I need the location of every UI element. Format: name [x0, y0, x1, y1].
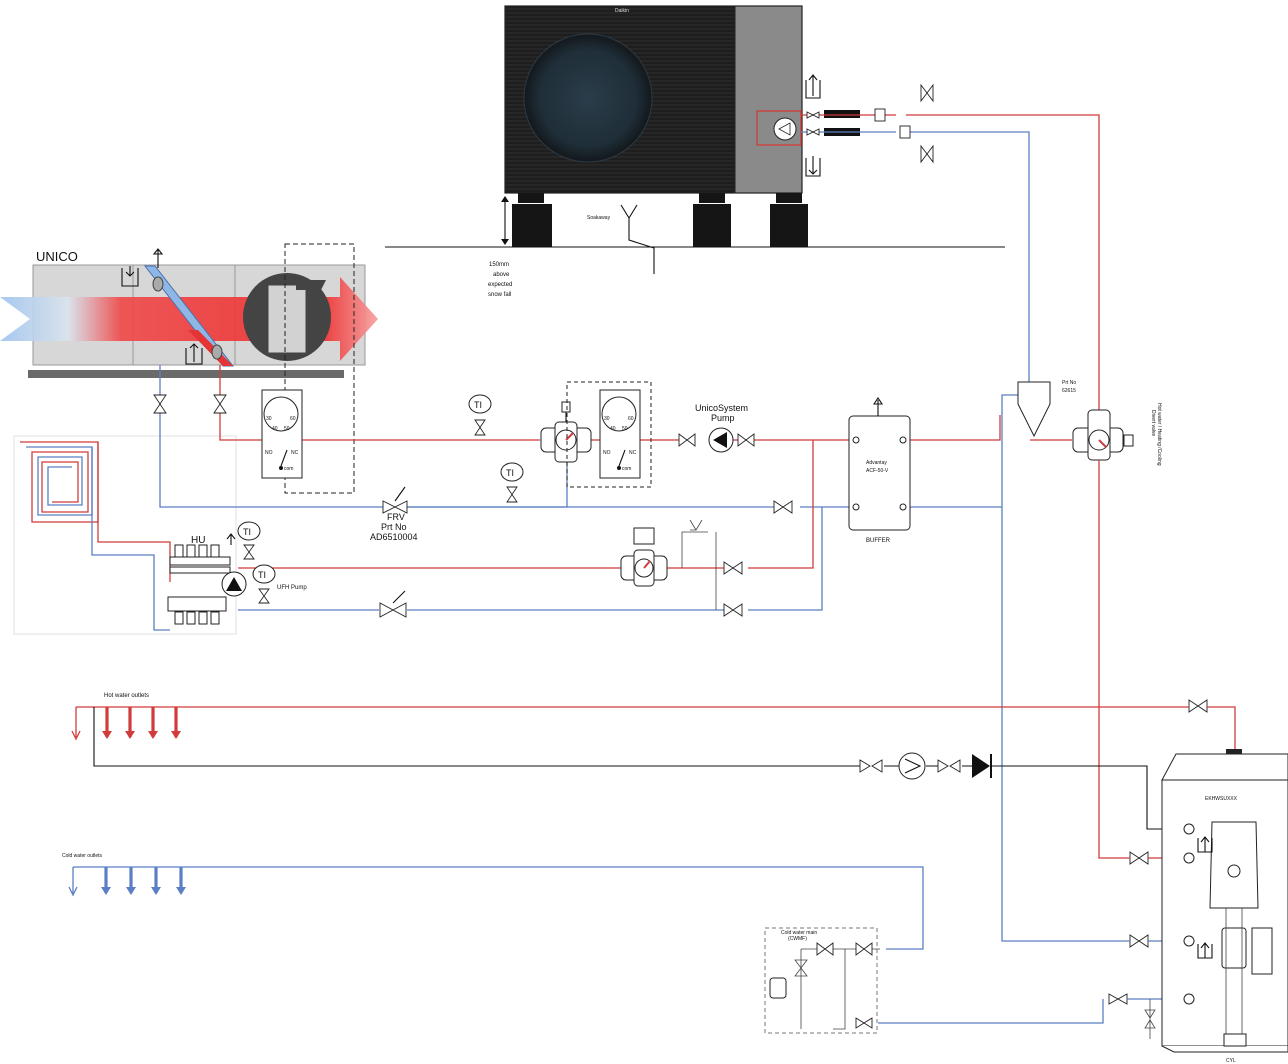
frv-part-label: AD6510004 [370, 532, 418, 542]
hot-outlets-label: Hot water outlets [104, 693, 149, 699]
air-vent-icon [805, 74, 821, 177]
ufh-mixing-valve [620, 519, 703, 587]
hydro-part: 62615 [1062, 388, 1076, 394]
contact-no-b: NO [603, 450, 611, 456]
zone-controller-unico: 30 40 50 60 NO NC com [261, 389, 303, 479]
hot-water-cylinder [1161, 749, 1288, 1053]
contact-no: NO [265, 450, 273, 456]
dial-30: 30 [266, 416, 272, 422]
ti-label-2: TI [506, 468, 514, 478]
buffer-name: Advantay [866, 460, 887, 466]
snow-label-2: above [493, 272, 510, 278]
snow-label-4: snow fall [488, 292, 511, 298]
unicosystem-pump [708, 427, 734, 453]
dial-40-b: 40 [610, 426, 616, 432]
hydro-prt: Prt No [1062, 380, 1076, 386]
snow-label-1: 150mm [489, 262, 509, 268]
buffer-label: BUFFER [866, 538, 891, 544]
flow-regulating-valve [382, 486, 408, 514]
hydraulic-separator [1017, 381, 1051, 438]
frv-label: FRV [387, 512, 405, 522]
mixing-valve [540, 401, 592, 463]
brand-label: Daikin [615, 8, 629, 14]
dial-30-b: 30 [604, 416, 610, 422]
contact-com: com [284, 466, 293, 472]
dial-60: 60 [290, 416, 296, 422]
contact-nc-b: NC [629, 450, 637, 456]
cylinder-label: EKHWSUXXX [1205, 796, 1238, 802]
ti-label-3: TI [243, 527, 251, 537]
dial-50: 50 [284, 426, 290, 432]
ufh-pump-label: UFH Pump [277, 585, 307, 591]
hot-outlets [71, 706, 1236, 752]
outdoor-heat-pump: Daikin Soakaway [385, 5, 1005, 274]
temperature-indicator: TI TI TI TI [237, 394, 524, 604]
unico-air-handler [0, 243, 378, 494]
unicosystem-pump-label-2: Pump [711, 413, 735, 423]
soakaway-label: Soakaway [587, 215, 611, 221]
diverter-label: Hot water / Heating /Cooling [1156, 403, 1162, 466]
unico-label: UNICO [36, 249, 78, 264]
cold-outlets [68, 866, 924, 950]
cwm-label: Cold water main [781, 930, 817, 936]
contact-com-b: com [622, 466, 631, 472]
unicosystem-pump-label: UnicoSystem [695, 403, 748, 413]
contact-nc: NC [291, 450, 299, 456]
diverter-valve [1072, 409, 1134, 461]
ti-label-1: TI [474, 400, 482, 410]
dial-50-b: 50 [622, 426, 628, 432]
cwm-label-2: (CWMF) [788, 936, 807, 942]
ufh-manifold [167, 533, 247, 625]
cyl-label: CYL [1226, 1058, 1236, 1064]
zone-controller-unicosystem: 30 40 50 60 NO NC com [566, 381, 652, 488]
cold-outlets-label: Cold water outlets [62, 853, 103, 859]
buffer-model: ACF-50-V [866, 468, 889, 474]
dial-60-b: 60 [628, 416, 634, 422]
buffer-tank [848, 397, 911, 531]
cold-water-main-assembly [764, 927, 1177, 1039]
frv-prt-label: Prt No [381, 522, 407, 532]
snow-label-3: expected [488, 282, 512, 288]
secondary-return-pump [859, 752, 992, 780]
diverter-label-2: Divert valve [1150, 410, 1156, 436]
dial-40: 40 [272, 426, 278, 432]
ti-label-4: TI [258, 570, 266, 580]
hu-label: HU [191, 535, 205, 546]
